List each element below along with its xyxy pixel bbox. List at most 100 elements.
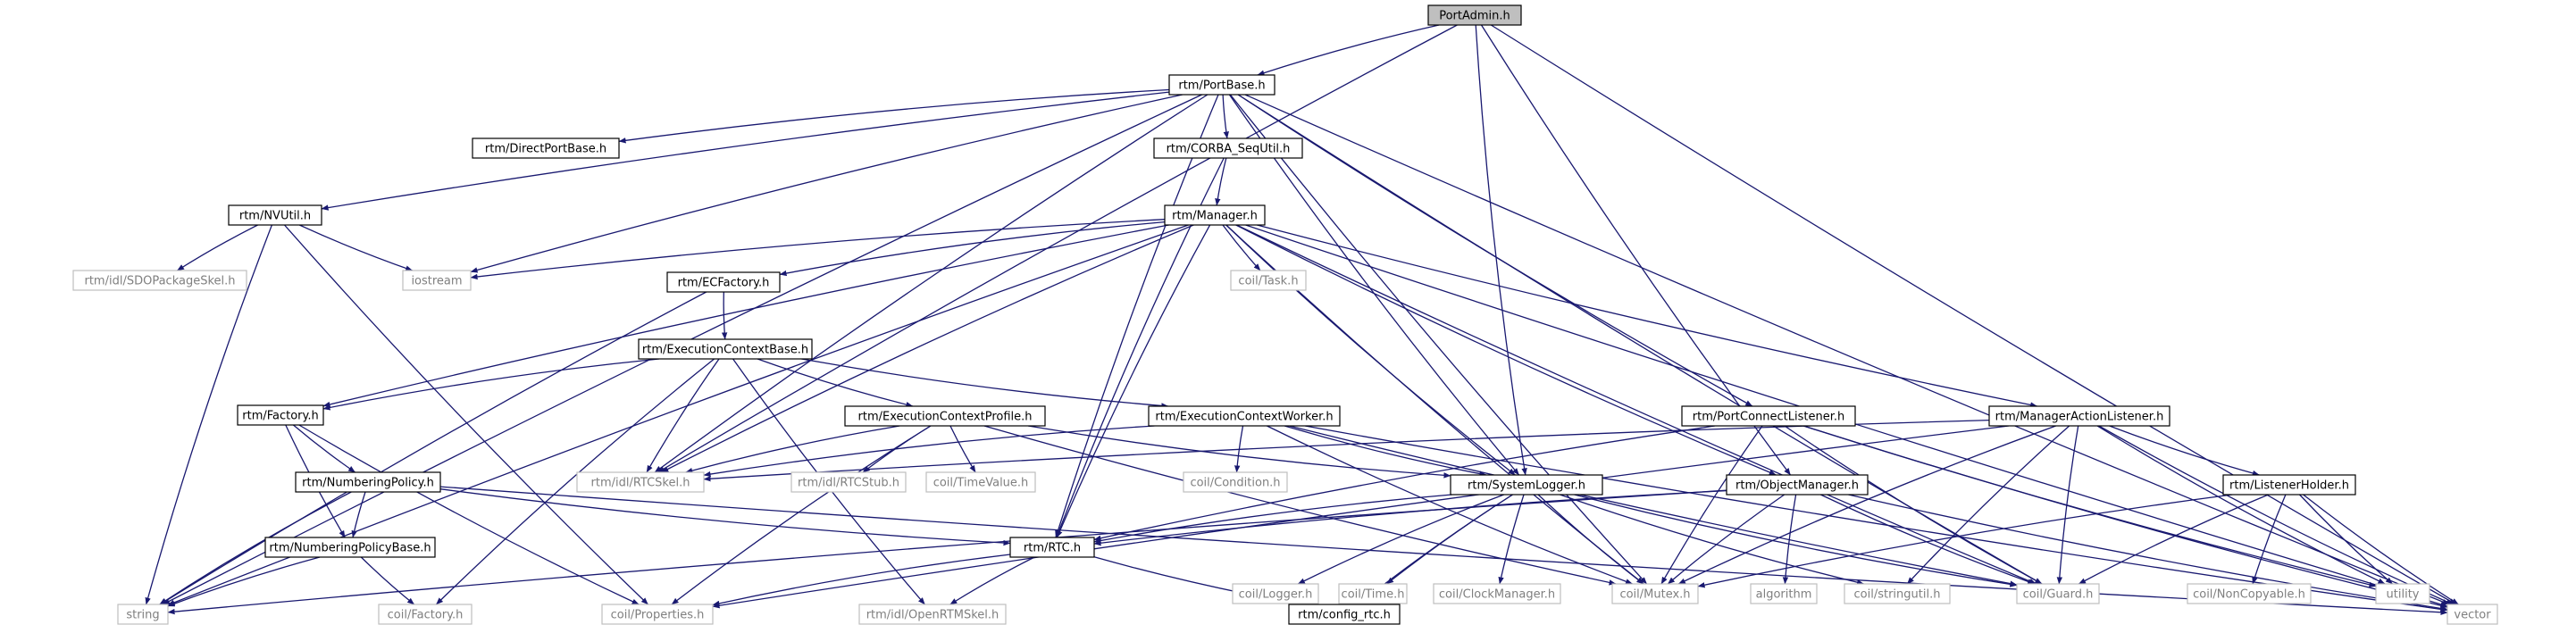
- node-RTCStub: rtm/idl/RTCStub.h: [790, 471, 907, 493]
- node-label: rtm/Manager.h: [1172, 210, 1258, 223]
- node-box: [2016, 583, 2100, 604]
- node-iostream: iostream: [402, 270, 472, 291]
- node-PortBase[interactable]: rtm/PortBase.h: [1168, 74, 1275, 96]
- node-ExecutionContextBase[interactable]: rtm/ExecutionContextBase.h: [638, 338, 813, 360]
- node-config_rtc[interactable]: rtm/config_rtc.h: [1288, 604, 1401, 625]
- edge-ListenerHolder-to-NonCopyable: [2252, 494, 2287, 585]
- edge-ObjectManager-to-vector: [1848, 494, 2448, 612]
- node-label: rtm/config_rtc.h: [1298, 609, 1391, 622]
- node-label: algorithm: [1756, 588, 1812, 602]
- node-ClockManager: coil/ClockManager.h: [1433, 583, 1561, 604]
- edge-SystemLogger-to-Guard: [1574, 494, 2018, 587]
- edge-Factory-to-NumberingPolicy: [292, 424, 355, 473]
- node-box: [844, 405, 1046, 427]
- edge-NVUtil-to-Properties: [284, 224, 648, 605]
- edge-RTC-to-Properties: [712, 554, 1011, 606]
- node-ListenerHolder[interactable]: rtm/ListenerHolder.h: [2222, 474, 2356, 496]
- node-box: [1168, 74, 1275, 96]
- node-Manager[interactable]: rtm/Manager.h: [1164, 204, 1266, 226]
- node-label: coil/stringutil.h: [1854, 588, 1941, 602]
- node-label: coil/Factory.h: [388, 609, 464, 622]
- node-box: [1153, 137, 1303, 159]
- edge-ManagerActionListener-to-vector: [2098, 425, 2454, 605]
- edge-ExecutionContextBase-to-Factory: [322, 358, 660, 411]
- edge-Factory-to-Properties: [298, 424, 640, 605]
- node-box: [72, 270, 247, 291]
- node-box: [1230, 270, 1307, 291]
- node-label: rtm/idl/OpenRTMSkel.h: [866, 609, 999, 622]
- edge-Manager-to-iostream: [470, 219, 1166, 280]
- node-box: [1183, 471, 1288, 493]
- edge-ObjectManager-to-Mutex: [1667, 494, 1786, 585]
- edge-PortBase-to-DirectPortBase: [618, 88, 1170, 144]
- node-SDOPackageSkel: rtm/idl/SDOPackageSkel.h: [72, 270, 247, 291]
- edge-PortAdmin-to-RTCSkel: [657, 24, 1458, 473]
- node-algorithm: algorithm: [1750, 583, 1818, 604]
- edge-ExecutionContextWorker-to-Mutex: [1267, 425, 1633, 585]
- node-label: rtm/idl/SDOPackageSkel.h: [84, 275, 235, 288]
- node-box: [576, 471, 705, 493]
- node-ManagerActionListener[interactable]: rtm/ManagerActionListener.h: [1988, 405, 2170, 427]
- edge-Manager-to-Guard: [1236, 224, 2037, 585]
- node-box: [925, 471, 1036, 493]
- node-ExecutionContextWorker[interactable]: rtm/ExecutionContextWorker.h: [1148, 405, 1341, 427]
- node-box: [1148, 405, 1341, 427]
- node-vector: vector: [2446, 604, 2498, 625]
- edge-PortBase-to-RTCSkel: [654, 94, 1209, 473]
- node-box: [1844, 583, 1951, 604]
- node-PortAdmin[interactable]: PortAdmin.h: [1427, 4, 1522, 26]
- edges-layer: [145, 24, 2459, 615]
- edge-ExecutionContextBase-to-RTCSkel: [646, 358, 720, 473]
- node-DirectPortBase[interactable]: rtm/DirectPortBase.h: [472, 137, 620, 159]
- node-label: coil/Properties.h: [611, 609, 705, 622]
- edge-PortConnectListener-to-RTC: [1093, 425, 1716, 541]
- node-label: coil/Logger.h: [1239, 588, 1313, 602]
- node-box: [378, 604, 473, 625]
- node-SystemLogger[interactable]: rtm/SystemLogger.h: [1450, 474, 1603, 496]
- node-CORBA_SeqUtil[interactable]: rtm/CORBA_SeqUtil.h: [1153, 137, 1303, 159]
- node-PortConnectListener[interactable]: rtm/PortConnectListener.h: [1681, 405, 1856, 427]
- edge-PortAdmin-to-SystemLogger: [1475, 24, 1527, 476]
- node-box: [2222, 474, 2356, 496]
- edge-ExecutionContextBase-to-ExecutionContextProfile: [757, 358, 914, 408]
- node-utility: utility: [2375, 583, 2430, 604]
- node-Task: coil/Task.h: [1230, 270, 1307, 291]
- node-box: [1681, 405, 1856, 427]
- node-label: rtm/idl/RTCSkel.h: [591, 477, 690, 490]
- node-NVUtil[interactable]: rtm/NVUtil.h: [228, 204, 322, 226]
- edge-ListenerHolder-to-Guard: [2078, 494, 2269, 585]
- node-box: [1288, 604, 1401, 625]
- edge-ListenerHolder-to-Mutex: [1697, 494, 2233, 588]
- node-label: coil/Task.h: [1238, 275, 1298, 288]
- node-label: coil/ClockManager.h: [1439, 588, 1555, 602]
- node-ExecutionContextProfile[interactable]: rtm/ExecutionContextProfile.h: [844, 405, 1046, 427]
- edge-ManagerActionListener-to-RTCSkel: [703, 419, 1990, 482]
- node-NumberingPolicyBase[interactable]: rtm/NumberingPolicyBase.h: [264, 537, 436, 558]
- node-ECFactory[interactable]: rtm/ECFactory.h: [666, 271, 781, 293]
- node-stringutil: coil/stringutil.h: [1844, 583, 1951, 604]
- node-Factory[interactable]: rtm/Factory.h: [237, 404, 324, 426]
- node-RTC[interactable]: rtm/RTC.h: [1009, 537, 1095, 558]
- node-box: [228, 204, 322, 226]
- node-label: coil/Condition.h: [1190, 477, 1280, 490]
- edge-PortBase-to-iostream: [470, 94, 1183, 273]
- node-NumberingPolicy[interactable]: rtm/NumberingPolicy.h: [295, 471, 441, 493]
- node-box: [1164, 204, 1266, 226]
- node-ObjectManager[interactable]: rtm/ObjectManager.h: [1726, 474, 1869, 496]
- node-Guard: coil/Guard.h: [2016, 583, 2100, 604]
- node-label: rtm/idl/RTCStub.h: [798, 477, 899, 490]
- edge-PortConnectListener-to-Mutex: [1660, 425, 1763, 585]
- node-label: rtm/ListenerHolder.h: [2229, 479, 2349, 493]
- node-box: [1009, 537, 1095, 558]
- edge-Manager-to-Task: [1222, 224, 1261, 271]
- node-label: rtm/DirectPortBase.h: [485, 143, 606, 156]
- edge-SystemLogger-to-Logger: [1297, 494, 1504, 585]
- node-box: [117, 604, 169, 625]
- node-OpenRTMSkel: rtm/idl/OpenRTMSkel.h: [858, 604, 1007, 625]
- edge-ExecutionContextWorker-to-Guard: [1289, 425, 2018, 587]
- node-label: rtm/RTC.h: [1024, 542, 1081, 555]
- node-label: rtm/NumberingPolicyBase.h: [269, 542, 431, 555]
- node-label: rtm/ExecutionContextWorker.h: [1155, 411, 1333, 424]
- edge-Manager-to-ECFactory: [779, 221, 1166, 277]
- edge-ManagerActionListener-to-stringutil: [1906, 425, 2070, 585]
